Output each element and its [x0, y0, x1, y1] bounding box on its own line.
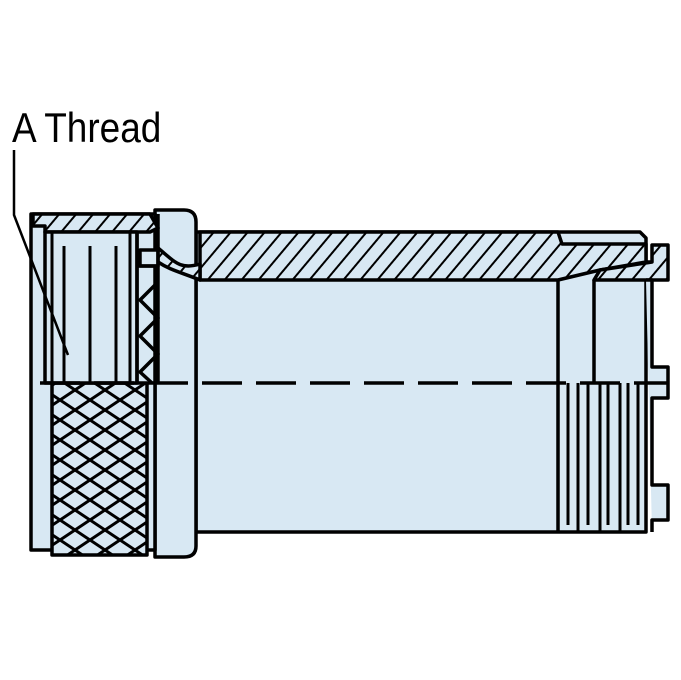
thread-zigzag: [137, 264, 160, 385]
callout-label-a-thread: A Thread: [12, 104, 162, 151]
nut-knurl: [50, 381, 149, 557]
coupling-flange-right: [592, 243, 670, 282]
inner-thread-lines: [50, 232, 132, 383]
rear-thread-grooves: [566, 383, 640, 532]
callout-leader-line: [12, 150, 70, 356]
nut-top-hatch: [31, 212, 160, 234]
seal-curve: [156, 246, 202, 282]
right-end-step: [646, 278, 670, 532]
